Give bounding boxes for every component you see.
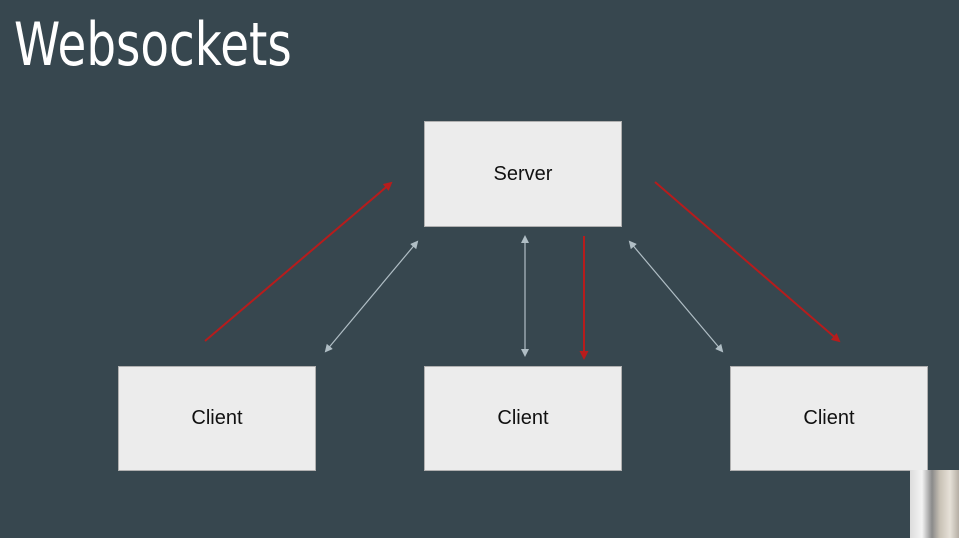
connection-arrow-client-1 bbox=[324, 240, 419, 353]
presenter-video-thumbnail bbox=[910, 470, 959, 538]
server-label: Server bbox=[493, 162, 553, 185]
message-arrow-server-to-client-3 bbox=[654, 181, 841, 343]
client-label: Client bbox=[803, 407, 855, 429]
client-label: Client bbox=[191, 407, 243, 429]
client-box: Client bbox=[424, 366, 622, 471]
slide-title: Websockets bbox=[14, 10, 292, 80]
client-box: Client bbox=[730, 366, 928, 471]
client-label: Client bbox=[497, 407, 549, 429]
message-arrow-client-to-server bbox=[204, 181, 393, 342]
connection-arrow-client-3 bbox=[628, 240, 724, 353]
client-box: Client bbox=[118, 366, 316, 471]
server-box: Server bbox=[424, 121, 622, 227]
